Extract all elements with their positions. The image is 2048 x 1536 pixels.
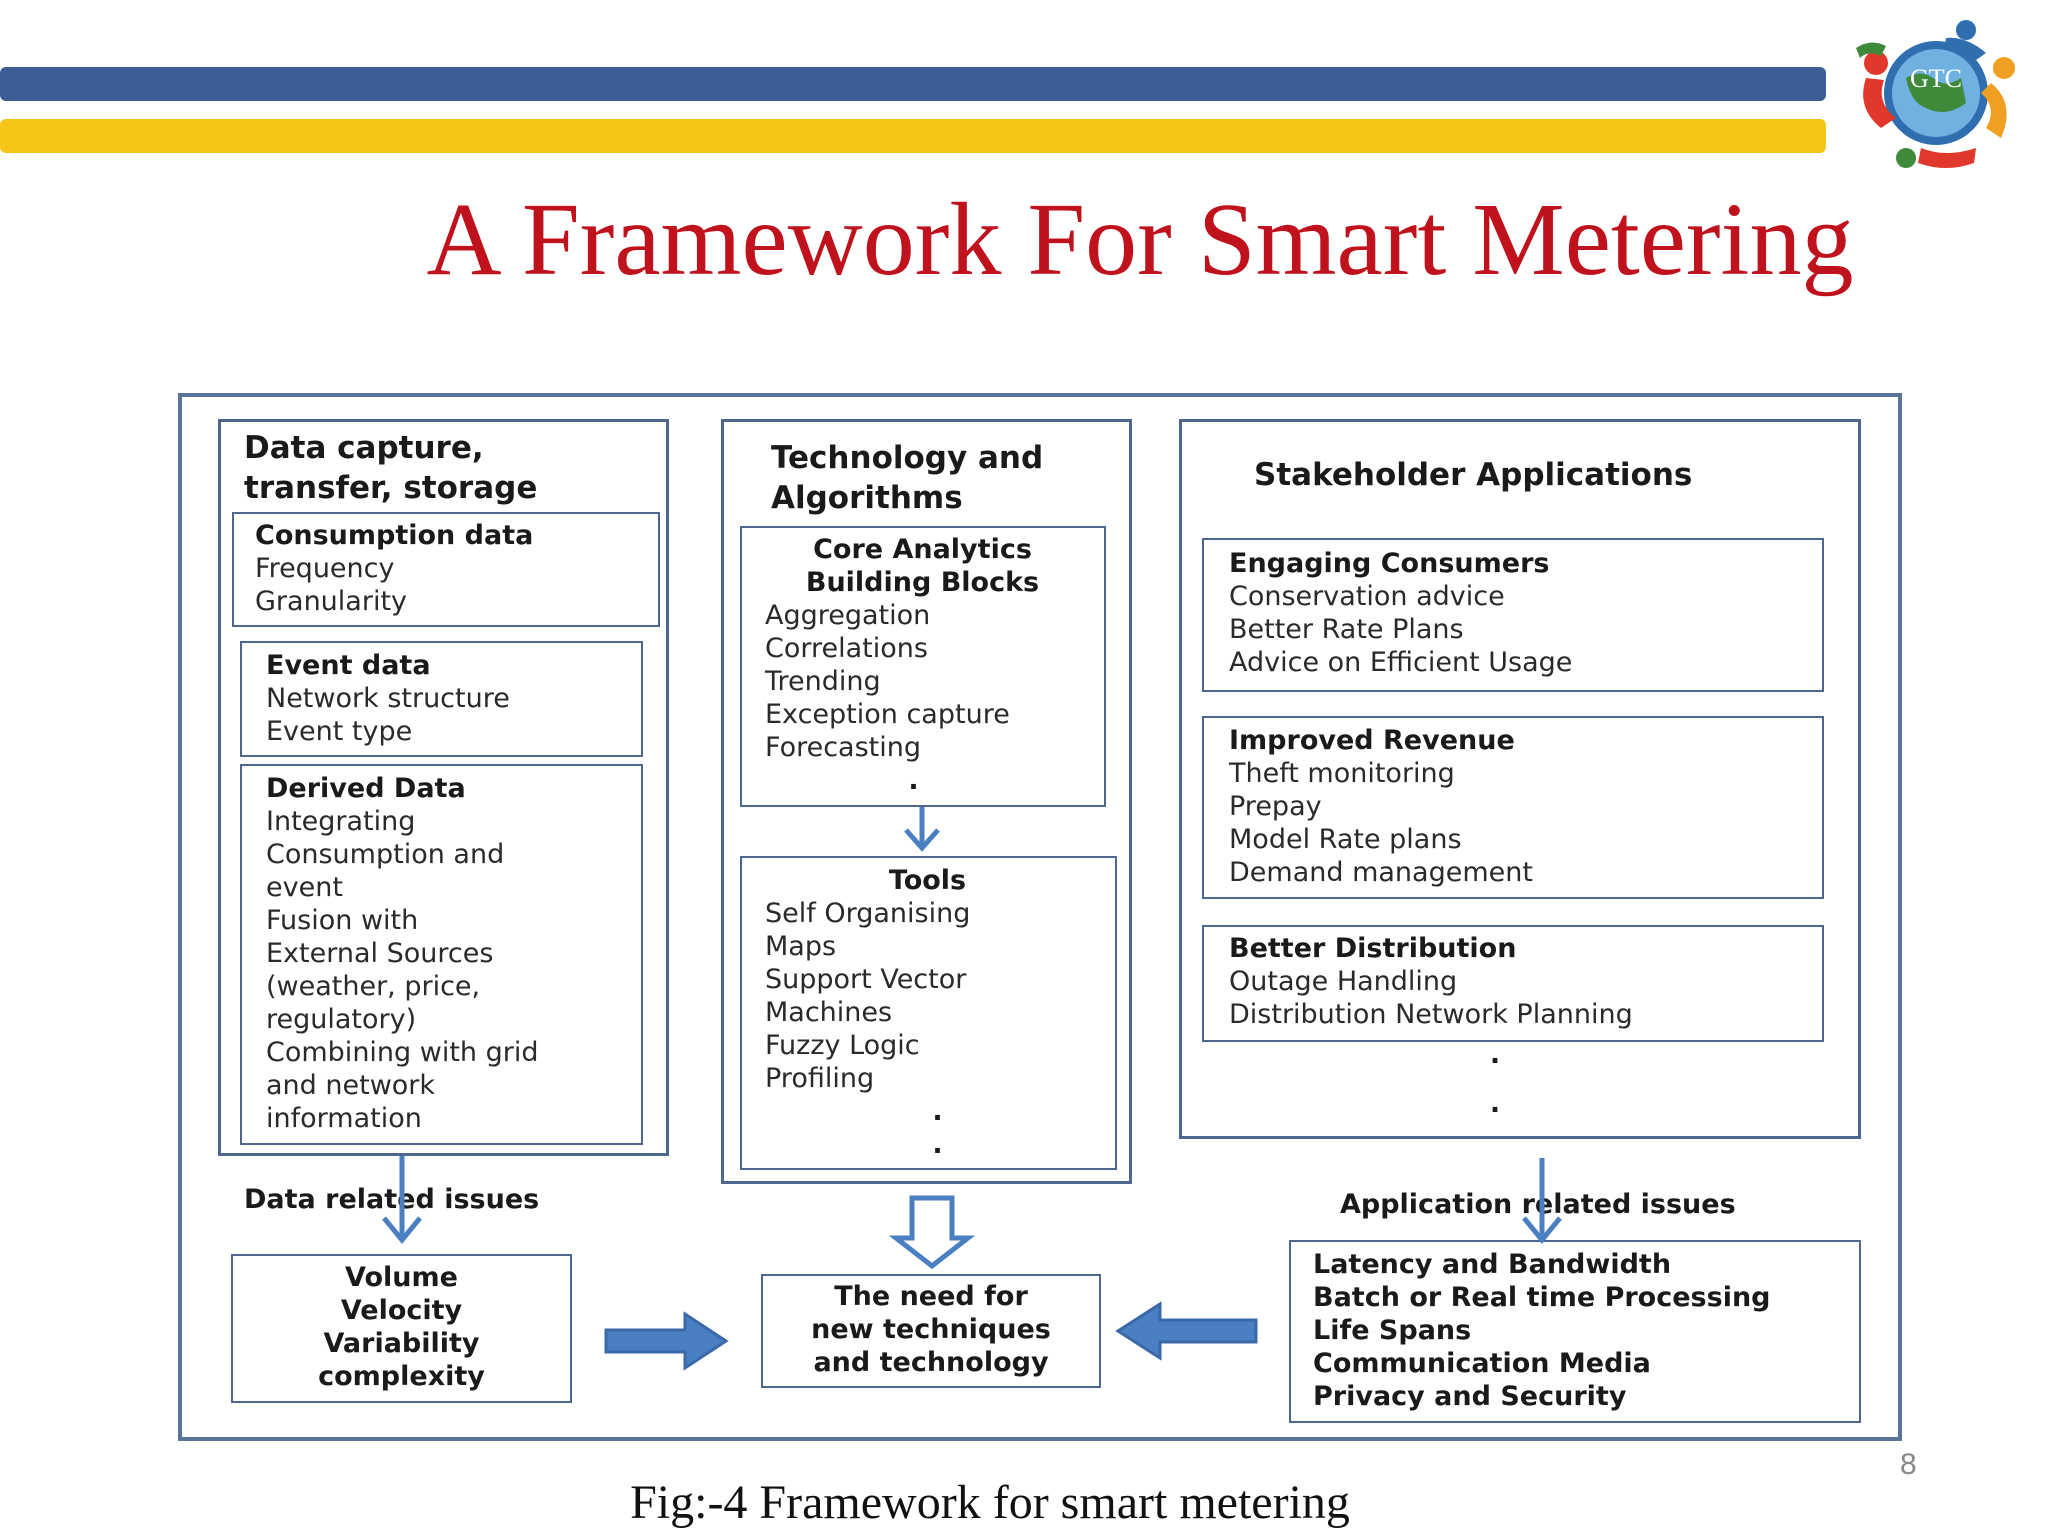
data-issues-label: Data related issues bbox=[244, 1184, 540, 1215]
better-distribution-text: Better Distribution Outage Handling Dist… bbox=[1229, 933, 1633, 1030]
derived-data-text: Derived Data Integrating Consumption and… bbox=[266, 773, 539, 1134]
technology-heading: Technology and Algorithms bbox=[771, 440, 1044, 516]
event-data-text: Event data Network structure Event type bbox=[266, 650, 510, 747]
event-data-box bbox=[240, 641, 643, 757]
need-box bbox=[761, 1274, 1101, 1388]
improved-revenue-text: Improved Revenue Theft monitoring Prepay… bbox=[1229, 725, 1533, 888]
need-text: The need for new techniques and technolo… bbox=[811, 1281, 1051, 1378]
arrow-app-issues-to-need bbox=[1115, 1301, 1258, 1361]
application-issues-box bbox=[1289, 1240, 1861, 1423]
gtc-logo: GTC bbox=[1826, 8, 2046, 183]
arrow-core-to-tools bbox=[904, 807, 940, 852]
data-capture-column bbox=[218, 419, 669, 1156]
arrow-technology-to-need bbox=[888, 1195, 976, 1270]
consumption-data-box bbox=[232, 512, 660, 627]
engaging-consumers-text: Engaging Consumers Conservation advice B… bbox=[1229, 548, 1573, 678]
consumption-data-text: Consumption data Frequency Granularity bbox=[255, 520, 534, 617]
header-bar-yellow bbox=[0, 119, 1826, 153]
tools-text: Tools Self Organising Maps Support Vecto… bbox=[765, 865, 971, 1160]
header-bar-blue bbox=[0, 67, 1826, 101]
page-number: 8 bbox=[1900, 1448, 1917, 1481]
figure-caption: Fig:-4 Framework for smart metering bbox=[630, 1476, 1350, 1529]
slide-title: A Framework For Smart Metering bbox=[426, 182, 1854, 297]
data-issues-text: Volume Velocity Variability complexity bbox=[318, 1262, 485, 1392]
stakeholder-heading: Stakeholder Applications bbox=[1254, 457, 1693, 493]
logo-text: GTC bbox=[1910, 64, 1962, 93]
engaging-consumers-box bbox=[1202, 538, 1824, 692]
improved-revenue-box bbox=[1202, 716, 1824, 899]
technology-column bbox=[721, 419, 1132, 1184]
better-distribution-box bbox=[1202, 925, 1824, 1042]
core-analytics-box bbox=[740, 526, 1106, 807]
application-issues-text: Latency and Bandwidth Batch or Real time… bbox=[1313, 1249, 1771, 1412]
data-issues-box bbox=[231, 1254, 572, 1403]
diagram-frame bbox=[178, 393, 1902, 1441]
arrow-stakeholder-down bbox=[1522, 1158, 1562, 1244]
stakeholder-column bbox=[1179, 419, 1861, 1139]
core-analytics-text: Core Analytics Building Blocks Aggregati… bbox=[765, 534, 1040, 796]
derived-data-box bbox=[240, 764, 643, 1145]
data-capture-heading: Data capture, transfer, storage bbox=[244, 430, 538, 506]
stakeholder-dots: . . bbox=[1489, 1039, 1501, 1119]
arrow-data-issues-to-need bbox=[604, 1311, 729, 1371]
application-issues-label: Application related issues bbox=[1340, 1189, 1736, 1220]
tools-box bbox=[740, 856, 1117, 1170]
arrow-data-capture-down bbox=[382, 1156, 422, 1244]
